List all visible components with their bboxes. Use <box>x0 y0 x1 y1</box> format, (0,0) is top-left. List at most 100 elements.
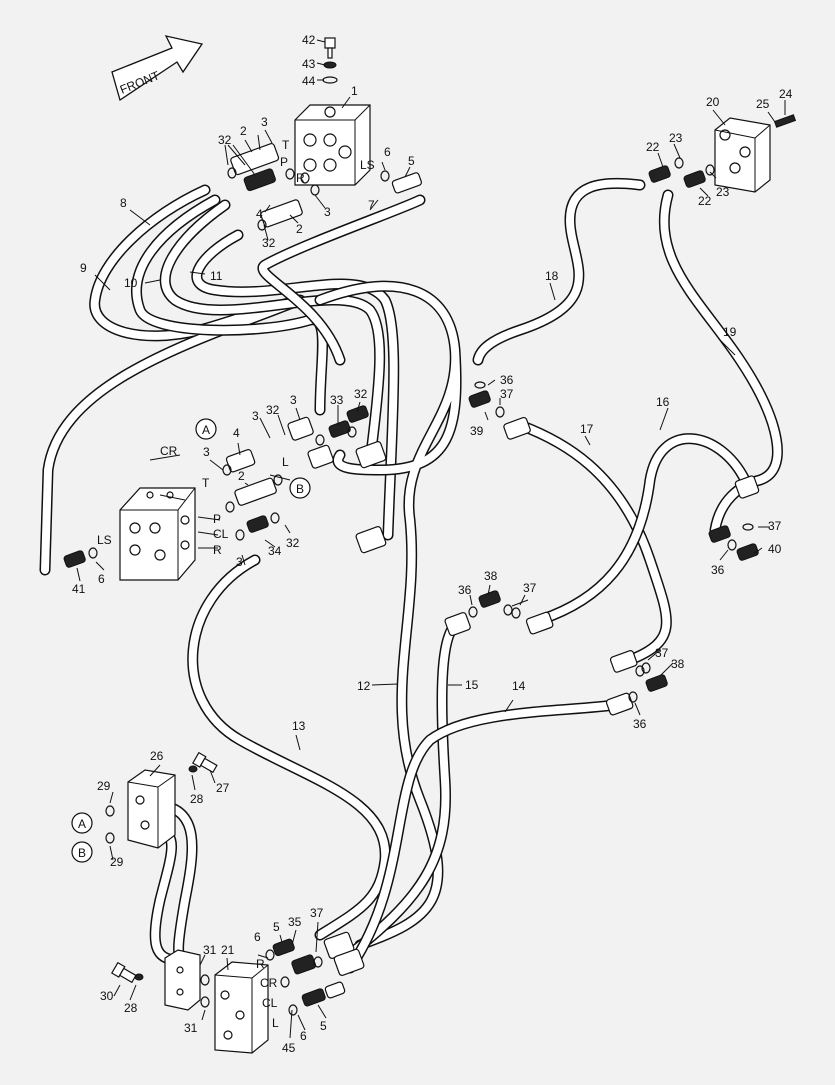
port-ls-left: LS <box>97 533 112 547</box>
callout-32: 32 <box>354 387 368 401</box>
hose-13 <box>187 554 391 941</box>
callout-35: 35 <box>288 915 302 929</box>
callout-34: 34 <box>268 544 282 558</box>
callout-5: 5 <box>320 1019 327 1033</box>
callout-33: 33 <box>330 393 344 407</box>
callout-4: 4 <box>256 207 263 221</box>
port-labels: T P R LS CR T L P CL R LS R CR CL L <box>97 138 375 1030</box>
port-cl-bottom: CL <box>262 996 278 1010</box>
callout-12: 12 <box>357 679 371 693</box>
callout-13: 13 <box>292 719 306 733</box>
callout-26: 26 <box>150 749 164 763</box>
port-p: P <box>213 512 221 526</box>
plate-31 <box>164 949 201 1011</box>
callout-7: 7 <box>368 198 375 212</box>
callout-9: 9 <box>80 261 87 275</box>
callout-36: 36 <box>711 563 725 577</box>
callout-21: 21 <box>221 943 235 957</box>
callout-32: 32 <box>266 403 280 417</box>
callout-17: 17 <box>580 422 594 436</box>
callout-31: 31 <box>203 943 217 957</box>
callout-29: 29 <box>110 855 124 869</box>
callout-39: 39 <box>470 424 484 438</box>
callout-37: 37 <box>655 646 669 660</box>
callout-2: 2 <box>240 124 247 138</box>
callout-3: 3 <box>252 409 259 423</box>
callout-5: 5 <box>273 920 280 934</box>
control-valve <box>119 487 196 581</box>
callout-6: 6 <box>98 572 105 586</box>
circle-ref-b-lower: B <box>78 846 86 860</box>
callout-37: 37 <box>500 387 514 401</box>
callout-32: 32 <box>286 536 300 550</box>
fittings <box>63 142 760 1007</box>
port-r-top: R <box>296 171 305 185</box>
callout-23: 23 <box>716 185 730 199</box>
circle-refs: A B A B <box>71 418 311 863</box>
callout-43: 43 <box>302 57 316 71</box>
callout-24: 24 <box>779 87 793 101</box>
callout-28: 28 <box>124 1001 138 1015</box>
callout-22: 22 <box>646 140 660 154</box>
callout-41: 41 <box>72 582 86 596</box>
port-t-top: T <box>282 138 290 152</box>
callout-6: 6 <box>300 1029 307 1043</box>
callout-3: 3 <box>203 445 210 459</box>
block-26 <box>127 769 176 849</box>
callout-10: 10 <box>124 276 138 290</box>
callout-38: 38 <box>671 657 685 671</box>
callout-23: 23 <box>669 131 683 145</box>
o-rings <box>88 157 754 1016</box>
callout-37: 37 <box>768 519 782 533</box>
callout-2: 2 <box>238 469 245 483</box>
callout-14: 14 <box>512 679 526 693</box>
callout-25: 25 <box>756 97 770 111</box>
bolts <box>111 751 218 984</box>
port-cr-bottom: CR <box>260 976 278 990</box>
callout-20: 20 <box>706 95 720 109</box>
callout-5: 5 <box>408 154 415 168</box>
port-cl: CL <box>213 527 229 541</box>
callout-15: 15 <box>465 678 479 692</box>
callout-37: 37 <box>310 906 324 920</box>
callout-36: 36 <box>633 717 647 731</box>
callout-37: 37 <box>523 581 537 595</box>
hoses <box>39 177 783 974</box>
circle-ref-a-lower: A <box>78 817 86 831</box>
port-l-bottom: L <box>272 1016 279 1030</box>
block-21 <box>214 961 269 1054</box>
steering-valve-block <box>294 104 371 186</box>
callout-36: 36 <box>500 373 514 387</box>
circle-ref-a: A <box>202 423 210 437</box>
callout-27: 27 <box>216 781 230 795</box>
callout-6: 6 <box>384 145 391 159</box>
callout-19: 19 <box>723 325 737 339</box>
callout-32: 32 <box>218 133 232 147</box>
callout-3: 3 <box>261 115 268 129</box>
callout-29: 29 <box>97 779 111 793</box>
callout-11: 11 <box>210 269 223 283</box>
callout-6: 6 <box>254 930 261 944</box>
callout-45: 45 <box>282 1041 296 1055</box>
callout-32: 32 <box>262 236 276 250</box>
callout-44: 44 <box>302 74 316 88</box>
port-r: R <box>213 543 222 557</box>
callout-8: 8 <box>120 196 127 210</box>
callout-30: 30 <box>100 989 114 1003</box>
callout-22: 22 <box>698 194 712 208</box>
callout-3: 3 <box>236 555 243 569</box>
port-ls-top: LS <box>360 158 375 172</box>
callout-3: 3 <box>324 205 331 219</box>
callout-42: 42 <box>302 33 316 47</box>
port-cr: CR <box>160 444 178 458</box>
port-t: T <box>202 476 210 490</box>
port-p-top: P <box>280 155 288 169</box>
callout-40: 40 <box>768 542 782 556</box>
callout-36: 36 <box>458 583 472 597</box>
front-arrow: FRONT <box>111 35 204 102</box>
top-screw-stack <box>322 37 338 84</box>
port-r-bottom: R <box>256 957 265 971</box>
